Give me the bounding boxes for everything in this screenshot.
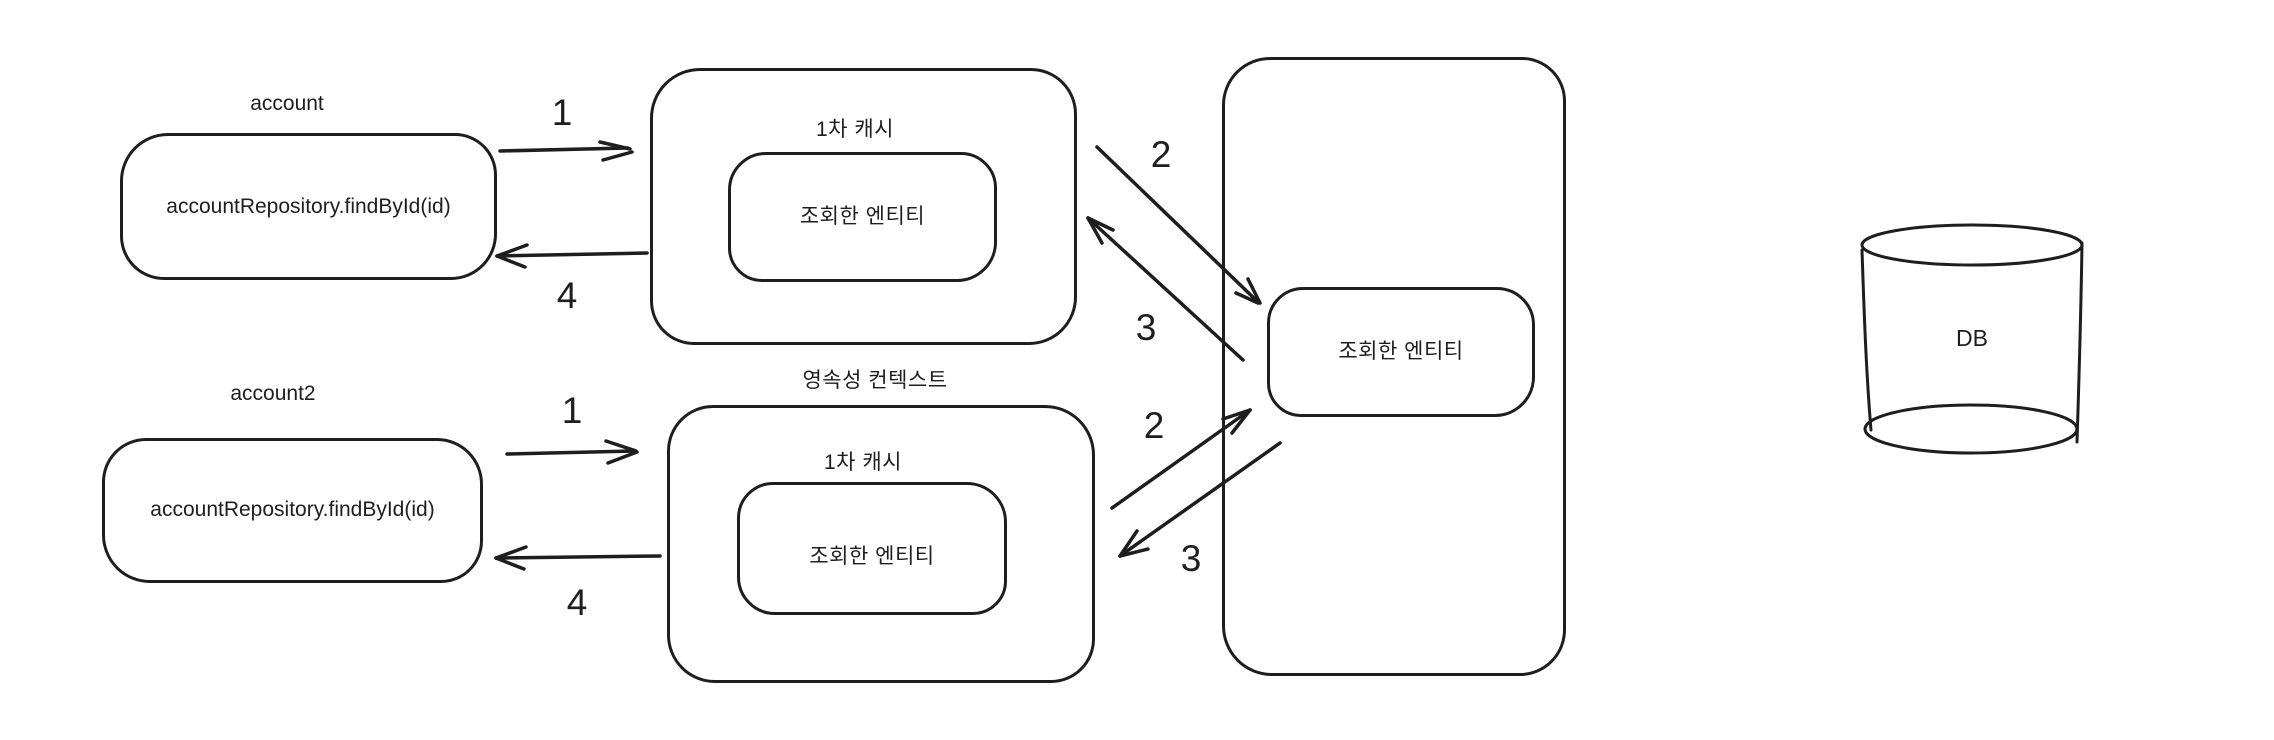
cache1-title: 1차 캐시	[816, 118, 894, 141]
cache1-entity-box	[728, 152, 997, 282]
arrow-step4-bottom	[494, 545, 662, 571]
cache2-entity-text: 조회한 엔티티	[809, 545, 935, 568]
step4-bottom-label: 4	[566, 582, 588, 623]
step2-top-label: 2	[1150, 134, 1172, 175]
account-box	[120, 133, 497, 280]
arrow-step2-top	[1095, 145, 1262, 305]
step2-bottom-label: 2	[1143, 405, 1165, 446]
db-label: DB	[1956, 325, 1988, 351]
persistence-context-2-box	[667, 405, 1095, 683]
cache2-title: 1차 캐시	[824, 451, 902, 474]
account2-box	[102, 438, 483, 583]
arrow-step2-bottom	[1110, 408, 1252, 510]
shared-entity-box	[1267, 287, 1535, 417]
arrow-step3-top	[1086, 216, 1245, 362]
step3-top-label: 3	[1135, 307, 1157, 348]
step3-bottom-label: 3	[1180, 538, 1202, 579]
db-cylinder-bottom-ellipse	[1863, 403, 2079, 455]
account-title: account	[250, 92, 324, 115]
persistence-context-label: 영속성 컨텍스트	[802, 369, 948, 392]
arrow-step4-top	[495, 243, 649, 269]
shared-entity-container-box	[1222, 57, 1566, 676]
persistence-context-1-box	[650, 68, 1077, 345]
db-cylinder-top-ellipse	[1860, 223, 2084, 267]
db-cylinder-right-side	[2075, 241, 2084, 444]
db-cylinder-left-side	[1860, 248, 1873, 432]
db-cylinder	[1860, 223, 2084, 455]
account2-body-text: accountRepository.findById(id)	[150, 498, 435, 521]
step4-top-label: 4	[556, 275, 578, 316]
cache2-entity-box	[737, 482, 1007, 615]
arrow-step1-bottom	[505, 439, 639, 465]
shared-entity-text: 조회한 엔티티	[1338, 340, 1464, 363]
cache1-entity-text: 조회한 엔티티	[799, 205, 926, 228]
step1-bottom-label: 1	[561, 390, 583, 431]
arrow-step3-bottom	[1118, 441, 1282, 558]
step1-top-label: 1	[551, 92, 573, 133]
arrow-step1-top	[498, 140, 634, 162]
account2-title: account2	[230, 382, 316, 405]
account-body-text: accountRepository.findById(id)	[166, 195, 451, 218]
